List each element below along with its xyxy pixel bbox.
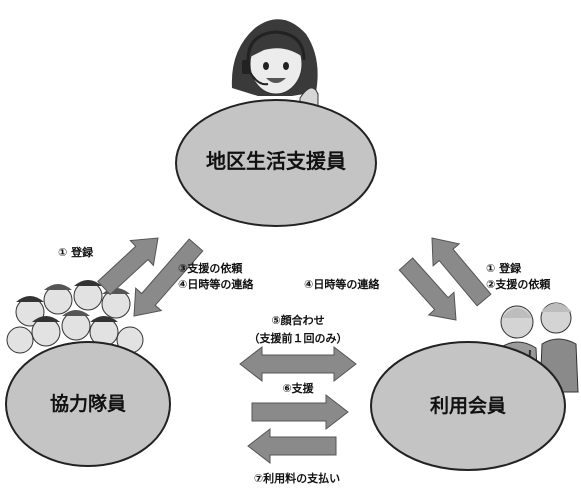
label-member-register: ① 登録 — [486, 262, 522, 275]
arrow-supporter-to-volunteer — [133, 238, 204, 317]
label-schedule-to-member: ④日時等の連絡 — [304, 278, 380, 291]
label-meet-note: （支援前１回のみ） — [248, 332, 348, 345]
arrow-meeting-two-way — [239, 345, 357, 383]
label-fee: ⑦利用料の支払い — [253, 472, 341, 485]
label-schedule-to-volunteer: ④日時等の連絡 — [178, 278, 254, 291]
label-member-request: ②支援の依頼 — [486, 278, 551, 291]
group-of-people-icon — [6, 280, 144, 354]
volunteer-node — [5, 341, 171, 467]
arrow-supporter-to-member — [398, 257, 457, 321]
arrow-payment-to-volunteer — [247, 427, 337, 465]
member-label: 利用会員 — [430, 394, 506, 417]
arrow-volunteer-to-supporter — [97, 237, 159, 296]
arrow-member-to-supporter — [431, 237, 492, 307]
supporter-label: 地区生活支援員 — [206, 149, 346, 173]
label-support: ⑥支援 — [282, 382, 314, 395]
supporter-node — [175, 99, 377, 227]
woman-with-headset-icon — [231, 19, 319, 111]
volunteer-label: 協力隊員 — [50, 392, 126, 415]
label-request-to-volunteer: ③支援の依頼 — [178, 262, 243, 275]
label-meet: ⑤顔合わせ — [271, 314, 325, 327]
member-node — [370, 341, 566, 471]
arrow-support-to-member — [251, 393, 349, 431]
label-volunteer-register: ① 登録 — [58, 246, 94, 259]
